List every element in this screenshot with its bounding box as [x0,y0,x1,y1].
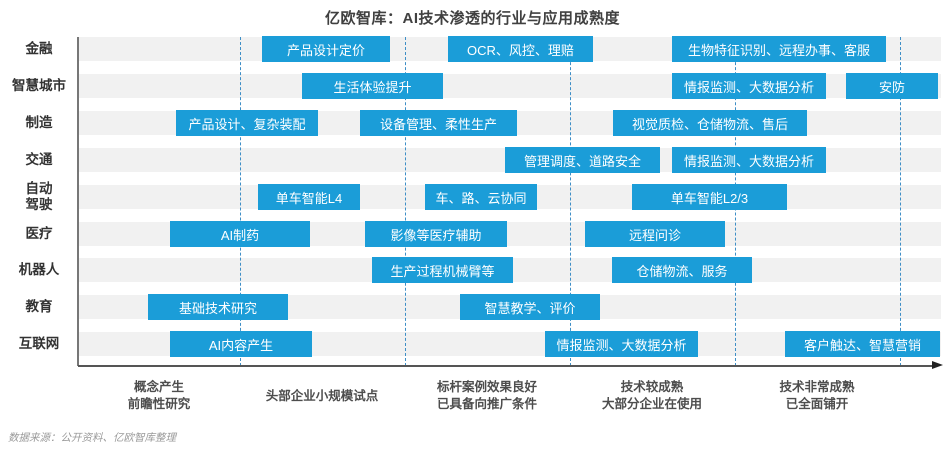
application-box: 智慧教学、评价 [460,294,600,320]
application-box: 产品设计定价 [262,36,390,62]
industry-label: 交通 [0,152,78,168]
industry-label: 医疗 [0,226,78,242]
industry-label: 金融 [0,41,78,57]
industry-label: 自动驾驶 [0,181,78,213]
plot-left-border [77,37,79,366]
maturity-stage-label-line: 前瞻性研究 [127,397,191,411]
maturity-stage-label-line: 已具备向推广条件 [436,397,538,411]
application-box: 情报监测、大数据分析 [672,147,826,173]
maturity-stage-label-line: 头部企业小规模试点 [265,388,379,403]
stage-boundary-dashed-line [405,37,406,366]
maturity-stage-label: 技术较成熟大部分企业在使用 [602,374,702,418]
x-axis-line [78,365,933,367]
industry-label-line: 教育 [25,299,53,314]
application-box: 远程问诊 [585,221,725,247]
application-box: 影像等医疗辅助 [365,221,507,247]
application-box: AI制药 [170,221,310,247]
industry-label-line: 医疗 [25,226,53,241]
application-box: 情报监测、大数据分析 [672,73,826,99]
industry-label-line: 制造 [25,115,53,130]
industry-label: 智慧城市 [0,78,78,94]
maturity-stage-label: 标杆案例效果良好已具备向推广条件 [437,374,537,418]
application-box: 生物特征识别、远程办事、客服 [672,36,886,62]
application-box: 单车智能L4 [258,184,360,210]
industry-label-line: 金融 [25,41,53,56]
stage-boundary-dashed-line [240,37,241,366]
maturity-stage-label: 概念产生前瞻性研究 [128,374,191,418]
application-box: 客户触达、智慧营销 [785,331,940,357]
industry-label-line: 机器人 [18,262,60,277]
maturity-stage-label-line: 技术较成熟 [620,380,684,394]
application-box: AI内容产生 [170,331,312,357]
x-axis-arrowhead-icon [932,361,943,369]
industry-label-line: 智慧城市 [12,78,66,93]
industry-label: 机器人 [0,262,78,278]
application-box: 安防 [846,73,938,99]
maturity-stage-label: 头部企业小规模试点 [266,374,379,418]
maturity-stage-label-line: 技术非常成熟 [779,380,855,394]
application-box: 车、路、云协同 [425,184,537,210]
application-box: 生产过程机械臂等 [372,257,513,283]
application-box: OCR、风控、理赔 [448,36,593,62]
industry-label: 制造 [0,115,78,131]
maturity-stage-label-line: 标杆案例效果良好 [436,380,538,394]
maturity-stage-label-line: 已全面铺开 [785,397,849,411]
industry-label-line: 互联网 [18,336,60,351]
application-box: 仓储物流、服务 [612,257,752,283]
maturity-stage-label: 技术非常成熟已全面铺开 [779,374,854,418]
stage-boundary-dashed-line [570,37,571,366]
industry-label-line: 交通 [25,152,53,167]
maturity-stage-label-line: 概念产生 [133,380,185,394]
data-source-note: 数据来源：公开资料、亿欧智库整理 [8,432,176,444]
stage-boundary-dashed-line [900,37,901,366]
industry-label-line: 自动 [25,181,53,196]
application-box: 设备管理、柔性生产 [360,110,517,136]
maturity-stage-label-line: 大部分企业在使用 [601,397,703,411]
chart-title: 亿欧智库：AI技术渗透的行业与应用成熟度 [324,10,620,27]
application-box: 基础技术研究 [148,294,288,320]
application-box: 产品设计、复杂装配 [176,110,318,136]
application-box: 单车智能L2/3 [632,184,787,210]
industry-label: 互联网 [0,336,78,352]
industry-label-line: 驾驶 [25,197,53,212]
application-box: 视觉质检、仓储物流、售后 [613,110,807,136]
industry-label: 教育 [0,299,78,315]
application-box: 情报监测、大数据分析 [545,331,698,357]
application-box: 管理调度、道路安全 [505,147,660,173]
application-box: 生活体验提升 [302,73,443,99]
